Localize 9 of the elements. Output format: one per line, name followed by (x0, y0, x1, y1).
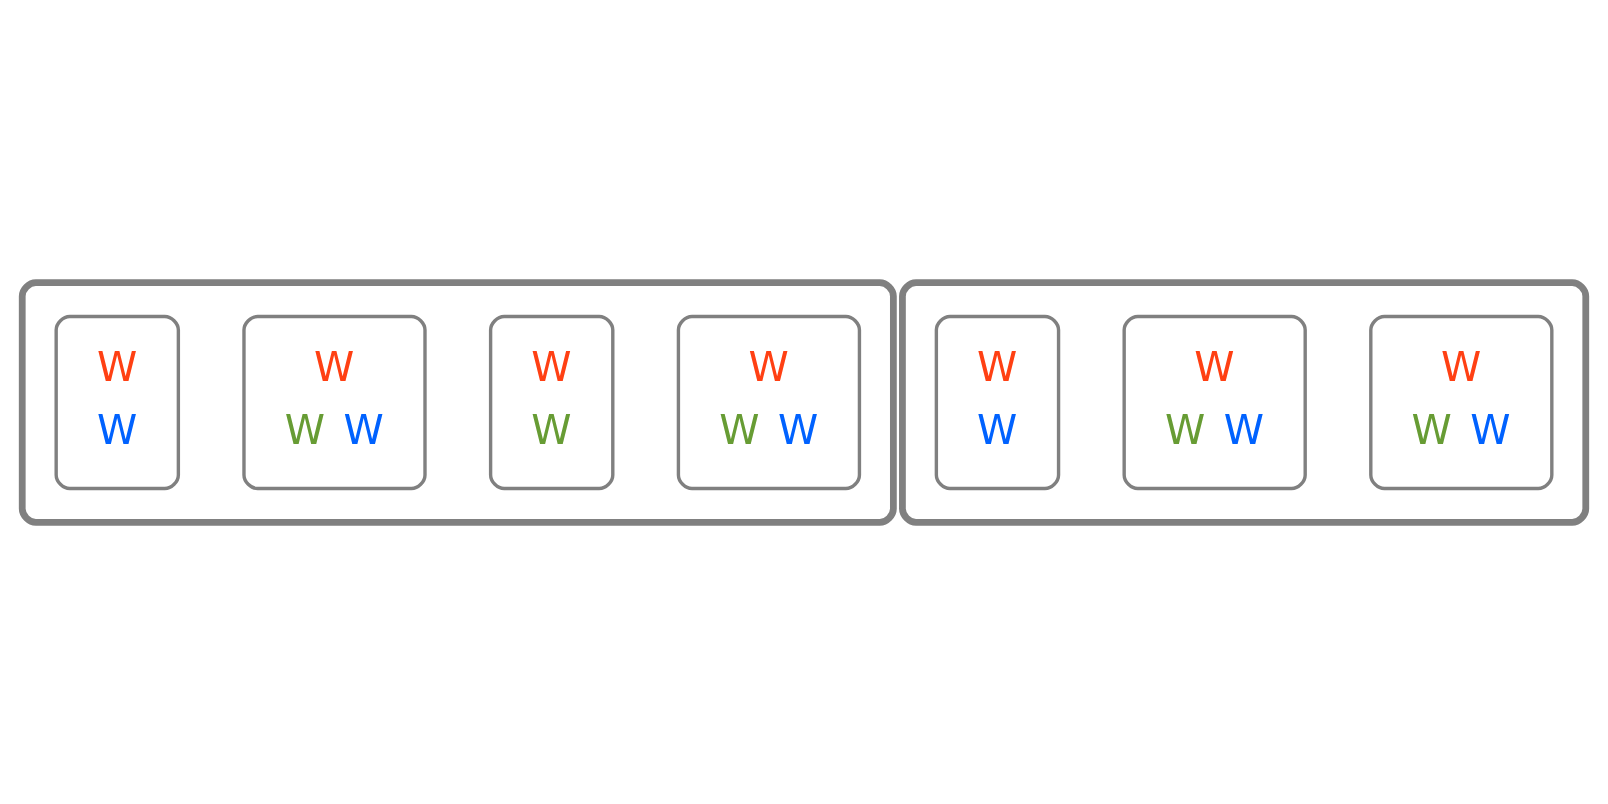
node-box: W W W (242, 314, 427, 490)
node-box: W W W (1369, 314, 1554, 490)
node-box: W W (488, 314, 615, 490)
node-box: W W W (676, 314, 862, 490)
cluster (18, 278, 897, 526)
cluster (899, 278, 1590, 526)
node-box: W W (934, 314, 1061, 490)
node-box: W W W (1122, 314, 1307, 490)
node-box: W W (54, 314, 181, 490)
